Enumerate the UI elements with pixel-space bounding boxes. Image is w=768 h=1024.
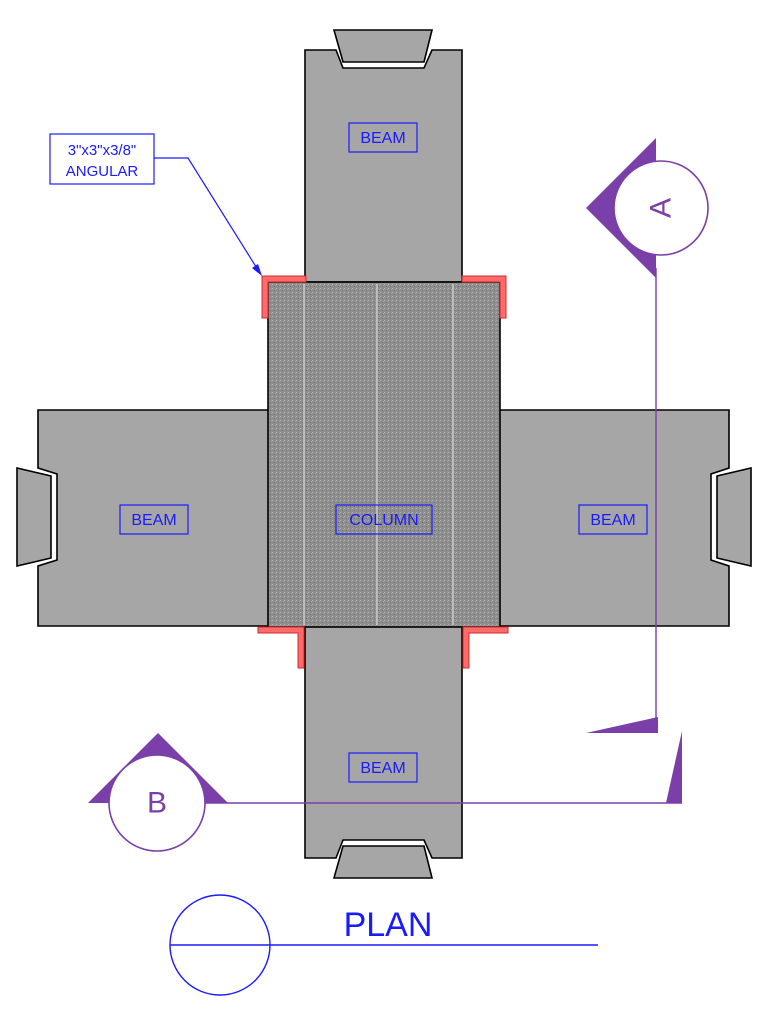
angle-bottom-right: [462, 626, 509, 669]
tag-beam-bottom: BEAM: [348, 752, 418, 783]
leader-arrowhead: [252, 264, 262, 276]
svg-text:BEAM: BEAM: [360, 130, 405, 147]
svg-text:BEAM: BEAM: [131, 512, 176, 529]
angle-bottom-left: [257, 626, 305, 669]
plan-title: PLAN: [344, 906, 433, 944]
angle-top-right: [461, 275, 507, 319]
plan-title-block: PLAN: [169, 894, 598, 996]
beam-left: [16, 409, 271, 627]
tag-column: COLUMN: [335, 504, 433, 535]
steel-angles: [257, 275, 509, 669]
tag-beam-top: BEAM: [348, 122, 418, 153]
tag-beam-right: BEAM: [578, 504, 648, 535]
section-marker-b: B: [88, 731, 682, 852]
tag-beam-left: BEAM: [119, 504, 189, 535]
svg-text:3"x3"x3/8": 3"x3"x3/8": [68, 142, 137, 159]
svg-text:COLUMN: COLUMN: [349, 512, 418, 529]
beam-right: [497, 409, 752, 627]
leader-line: [154, 157, 259, 271]
beam-top: [304, 29, 463, 283]
svg-text:BEAM: BEAM: [590, 512, 635, 529]
angle-top-left: [261, 275, 307, 319]
section-marker-a: A: [586, 138, 709, 733]
svg-text:B: B: [147, 787, 167, 820]
svg-text:A: A: [645, 198, 678, 218]
svg-text:ANGULAR: ANGULAR: [66, 163, 139, 180]
column: [267, 281, 501, 628]
angular-callout: 3"x3"x3/8" ANGULAR: [49, 133, 262, 276]
beam-bottom: [304, 625, 463, 879]
svg-text:BEAM: BEAM: [360, 760, 405, 777]
